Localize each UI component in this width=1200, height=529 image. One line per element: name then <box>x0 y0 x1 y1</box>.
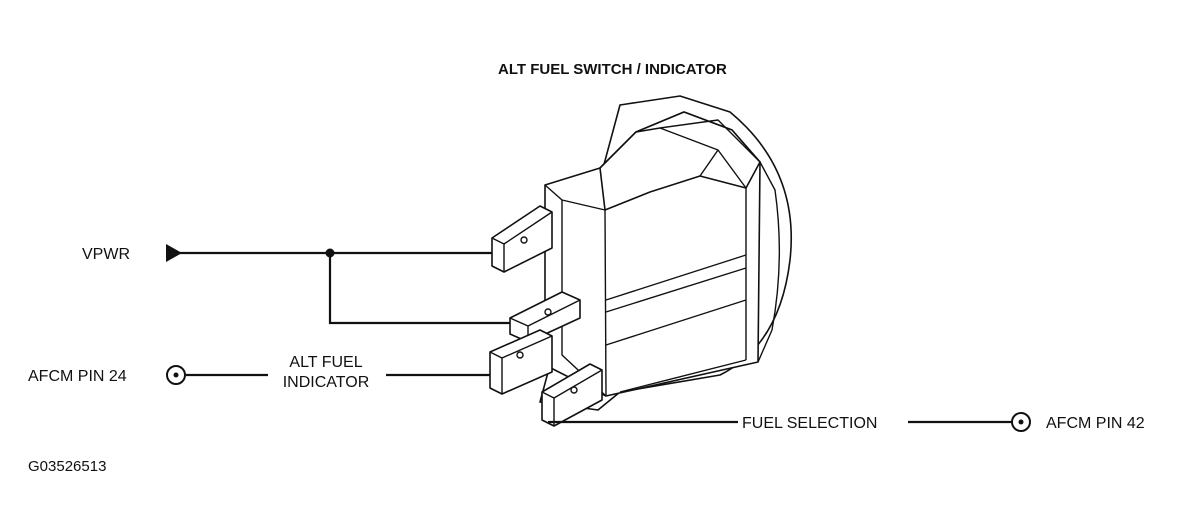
wire-vpwr <box>166 244 510 325</box>
label-indicator-line2: INDICATOR <box>283 374 370 391</box>
figure-code: G03526513 <box>28 458 106 475</box>
terminal-vpwr-2 <box>509 291 581 343</box>
terminal-vpwr <box>491 205 553 273</box>
label-vpwr: VPWR <box>82 246 130 263</box>
vpwr-arrow-icon <box>166 244 182 262</box>
label-afcm-pin-24: AFCM PIN 24 <box>28 368 127 385</box>
label-alt-fuel-line1: ALT FUEL <box>289 354 362 371</box>
alt-fuel-switch <box>539 95 793 411</box>
splice-dot <box>325 248 335 258</box>
terminal-indicator <box>489 329 553 395</box>
terminal-fuel-selection <box>541 363 603 427</box>
diagram-title: ALT FUEL SWITCH / INDICATOR <box>498 61 727 78</box>
label-afcm-pin-42: AFCM PIN 42 <box>1046 415 1145 432</box>
label-fuel-selection: FUEL SELECTION <box>742 415 877 432</box>
wire-fuel-selection <box>548 412 1031 432</box>
wire-alt-fuel-indicator <box>166 365 490 385</box>
